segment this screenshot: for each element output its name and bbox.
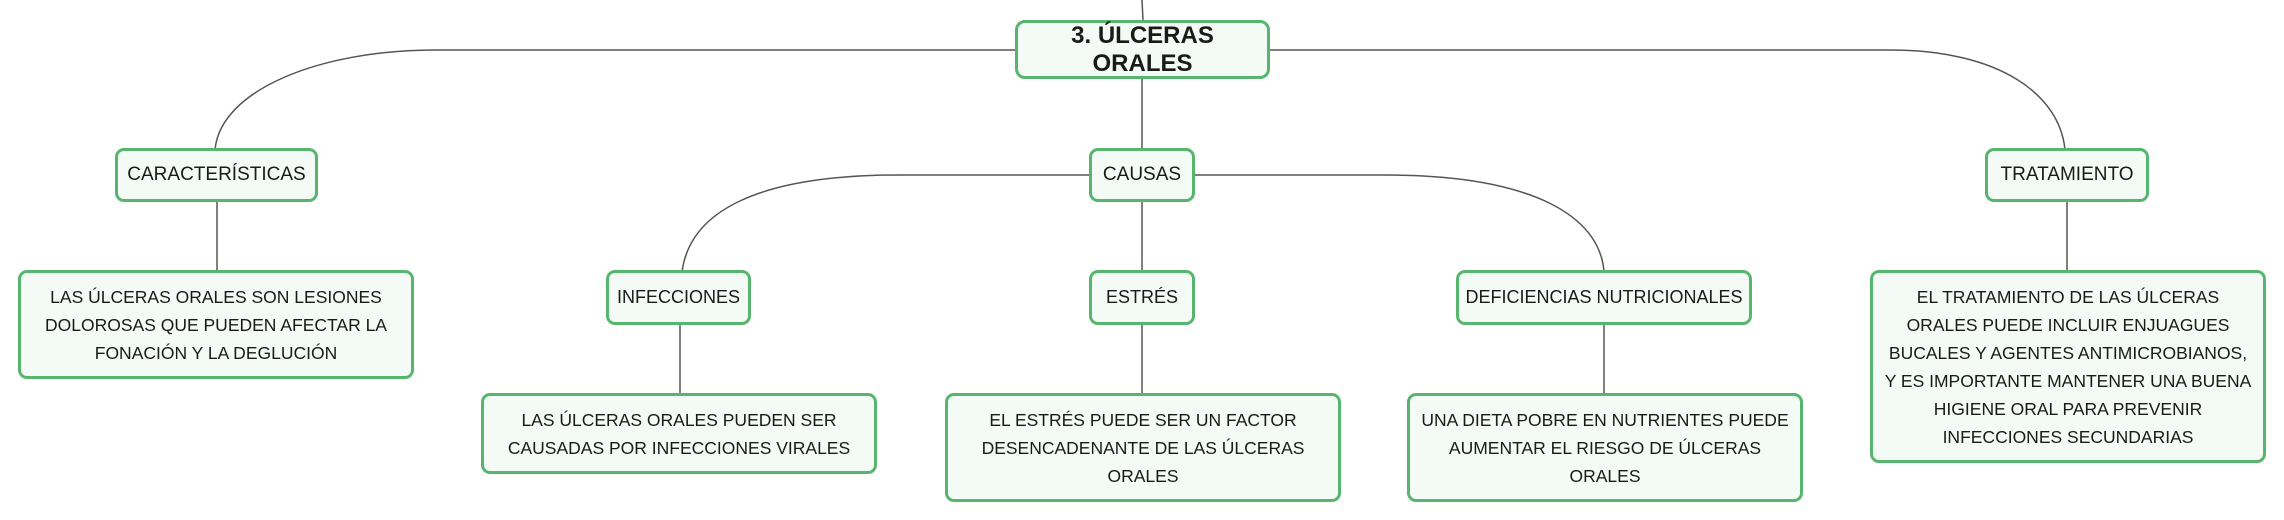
node-causas[interactable]: CAUSAS [1089, 148, 1195, 202]
estres-label: ESTRÉS [1105, 287, 1179, 307]
tratamiento-detail-text: EL TRATAMIENTO DE LAS ÚLCERAS ORALES PUE… [1884, 286, 2252, 447]
root-node[interactable]: 3. ÚLCERAS ORALES [1015, 20, 1270, 79]
causas-label: CAUSAS [1102, 164, 1182, 185]
connector-root-parent [1141, 0, 1144, 21]
deficiencias-label: DEFICIENCIAS NUTRICIONALES [1465, 287, 1743, 307]
connector-root-tratamiento [1268, 49, 2066, 151]
node-infecciones[interactable]: INFECCIONES [606, 270, 751, 325]
infecciones-label: INFECCIONES [616, 287, 740, 307]
connector-causas-deficiencias [1195, 174, 1605, 273]
node-deficiencias[interactable]: DEFICIENCIAS NUTRICIONALES [1456, 270, 1752, 325]
detail-deficiencias[interactable]: UNA DIETA POBRE EN NUTRIENTES PUEDE AUME… [1407, 393, 1803, 502]
node-tratamiento[interactable]: TRATAMIENTO [1985, 148, 2149, 202]
root-label: 3. ÚLCERAS ORALES [1071, 21, 1214, 77]
detail-infecciones[interactable]: LAS ÚLCERAS ORALES PUEDEN SER CAUSADAS P… [481, 393, 877, 474]
estres-detail-text: EL ESTRÉS PUEDE SER UN FACTOR DESENCADEN… [981, 409, 1305, 486]
tratamiento-label: TRATAMIENTO [2000, 164, 2134, 185]
caracteristicas-label: CARACTERÍSTICAS [127, 164, 306, 185]
connector-causas-infecciones [681, 174, 1089, 273]
detail-tratamiento[interactable]: EL TRATAMIENTO DE LAS ÚLCERAS ORALES PUE… [1870, 270, 2266, 463]
connector-root-caracteristicas [214, 49, 1015, 151]
detail-caracteristicas[interactable]: LAS ÚLCERAS ORALES SON LESIONES DOLOROSA… [18, 270, 414, 379]
node-caracteristicas[interactable]: CARACTERÍSTICAS [115, 148, 318, 202]
deficiencias-detail-text: UNA DIETA POBRE EN NUTRIENTES PUEDE AUME… [1421, 409, 1789, 486]
detail-estres[interactable]: EL ESTRÉS PUEDE SER UN FACTOR DESENCADEN… [945, 393, 1341, 502]
caracteristicas-detail-text: LAS ÚLCERAS ORALES SON LESIONES DOLOROSA… [45, 286, 387, 363]
node-estres[interactable]: ESTRÉS [1089, 270, 1195, 325]
infecciones-detail-text: LAS ÚLCERAS ORALES PUEDEN SER CAUSADAS P… [507, 409, 851, 458]
